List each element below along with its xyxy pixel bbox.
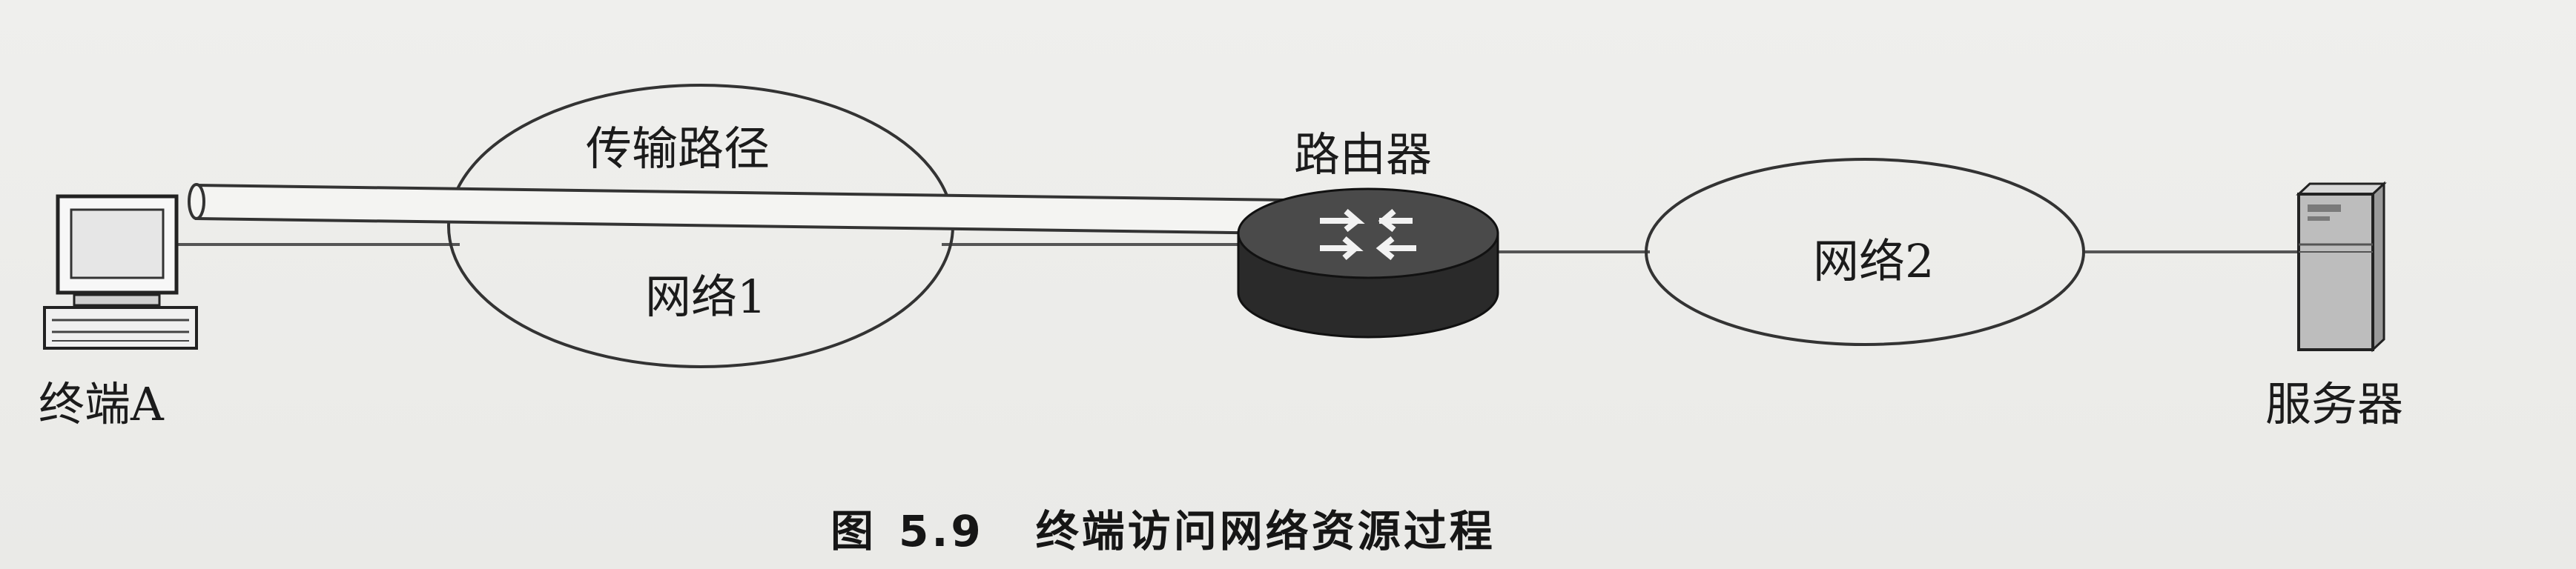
network2-cloud [1645,158,2085,346]
network1-label: 网络1 [645,270,767,324]
server-icon [2296,181,2387,353]
caption-number: 5.9 [899,506,984,556]
caption-title: 终端访问网络资源过程 [1035,506,1496,556]
figure-caption: 图 5.9 终端访问网络资源过程 [830,496,1496,559]
router-icon [1237,187,1499,339]
transmission-path-tube [188,183,1288,236]
transmission-path-label: 传输路径 [586,122,770,176]
computer-terminal-icon [43,194,198,350]
network2-label: 网络2 [1813,234,1935,288]
caption-prefix: 图 [830,506,877,556]
terminal-a-label: 终端A [39,377,164,431]
server-label: 服务器 [2265,377,2404,431]
router-label: 路由器 [1294,127,1433,182]
